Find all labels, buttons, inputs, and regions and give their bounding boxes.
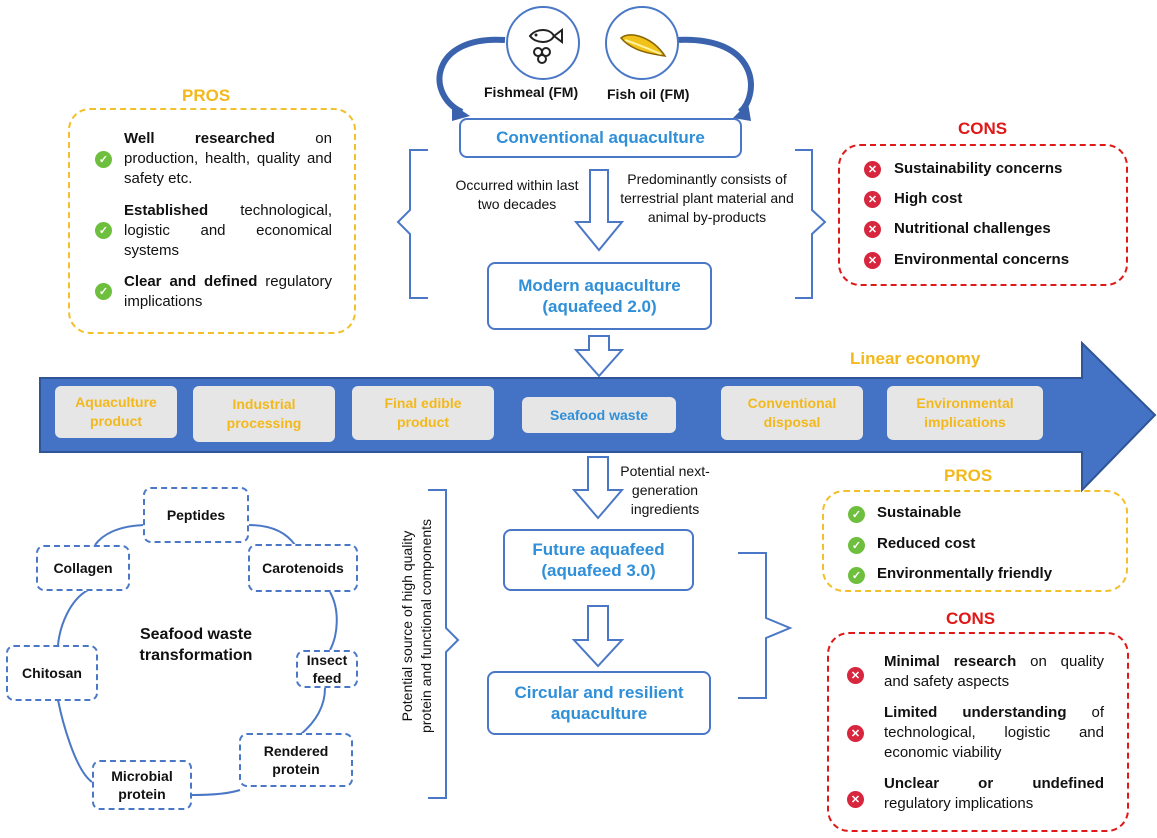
cross-icon: ✕ bbox=[864, 191, 881, 208]
check-icon: ✓ bbox=[848, 537, 865, 554]
pros-bottom-box bbox=[822, 490, 1128, 592]
cons-top-item-2: High cost bbox=[894, 190, 963, 207]
pros-bottom-item-3: Environmentally friendly bbox=[877, 565, 1053, 582]
cons-top-item-3: Nutritional challenges bbox=[894, 220, 1051, 237]
brace-left-top bbox=[396, 149, 428, 299]
pros-top-item-1: Well researched on production, health, q… bbox=[124, 130, 332, 187]
down-arrow-4 bbox=[571, 605, 625, 668]
pros-bottom-title: PROS bbox=[944, 466, 993, 485]
node-collagen: Collagen bbox=[36, 545, 130, 591]
fish-oil-icon-circle bbox=[605, 6, 679, 80]
cross-icon: ✕ bbox=[847, 725, 864, 742]
fishmeal-label: Fishmeal (FM) bbox=[484, 84, 579, 100]
brace-right-top bbox=[795, 149, 827, 299]
future-aquafeed-box: Future aquafeed(aquafeed 3.0) bbox=[503, 529, 694, 591]
stage-seafood-waste: Seafood waste bbox=[522, 397, 676, 433]
fish-oil-icon bbox=[619, 34, 667, 58]
node-carotenoids: Carotenoids bbox=[248, 544, 358, 592]
fishoil-curved-arrow bbox=[674, 36, 754, 115]
cons-bottom-item-2: Limited understanding of technological, … bbox=[884, 704, 1104, 761]
brace-vertical-text bbox=[428, 489, 460, 799]
cross-icon: ✕ bbox=[864, 161, 881, 178]
pros-bottom-item-1: Sustainable bbox=[877, 504, 962, 521]
check-icon: ✓ bbox=[95, 283, 112, 300]
cross-icon: ✕ bbox=[864, 221, 881, 238]
check-icon: ✓ bbox=[95, 151, 112, 168]
pros-top-box bbox=[68, 108, 356, 334]
check-icon: ✓ bbox=[848, 567, 865, 584]
cons-top-item-4: Environmental concerns bbox=[894, 251, 1070, 268]
down-arrow-3 bbox=[571, 456, 625, 520]
check-icon: ✓ bbox=[848, 506, 865, 523]
cons-bottom-box bbox=[827, 632, 1129, 832]
node-chitosan: Chitosan bbox=[6, 645, 98, 701]
pros-top-item-2: Established technological, logistic and … bbox=[124, 202, 332, 259]
modern-aquaculture-box: Modern aquaculture(aquafeed 2.0) bbox=[487, 262, 712, 330]
fishmeal-curved-arrow bbox=[436, 36, 506, 115]
linear-economy-title: Linear economy bbox=[850, 349, 981, 368]
fishoil-label: Fish oil (FM) bbox=[607, 86, 690, 102]
note-next-generation: Potential next-generation ingredients bbox=[620, 463, 710, 517]
pros-top-item-3: Clear and defined regulatory implication… bbox=[124, 273, 332, 310]
conventional-aquaculture-box: Conventional aquaculture bbox=[459, 118, 742, 158]
down-arrow-2 bbox=[573, 335, 625, 378]
cons-bottom-item-3: Unclear or undefined regulatory implicat… bbox=[884, 775, 1104, 812]
fishmeal-icon-circle bbox=[506, 6, 580, 80]
note-terrestrial-plant: Predominantly consists of terrestrial pl… bbox=[620, 171, 794, 225]
cross-icon: ✕ bbox=[847, 667, 864, 684]
cycle-lines bbox=[57, 524, 338, 796]
cons-bottom-item-1: Minimal research on quality and safety a… bbox=[884, 653, 1104, 690]
pros-bottom-item-2: Reduced cost bbox=[877, 535, 976, 552]
cons-top-title: CONS bbox=[958, 119, 1008, 138]
cross-icon: ✕ bbox=[847, 791, 864, 808]
note-last-two-decades: Occurred within last two decades bbox=[455, 177, 579, 212]
node-peptides: Peptides bbox=[143, 487, 249, 543]
down-arrow-1 bbox=[573, 169, 625, 252]
cross-icon: ✕ bbox=[864, 252, 881, 269]
pros-top-title: PROS bbox=[182, 86, 231, 105]
cons-top-box bbox=[838, 144, 1128, 286]
cons-top-item-1: Sustainability concerns bbox=[894, 160, 1063, 177]
cons-bottom-title: CONS bbox=[946, 609, 996, 628]
fish-icon bbox=[528, 28, 563, 64]
brace-right-bottom bbox=[738, 552, 793, 699]
check-icon: ✓ bbox=[95, 222, 112, 239]
